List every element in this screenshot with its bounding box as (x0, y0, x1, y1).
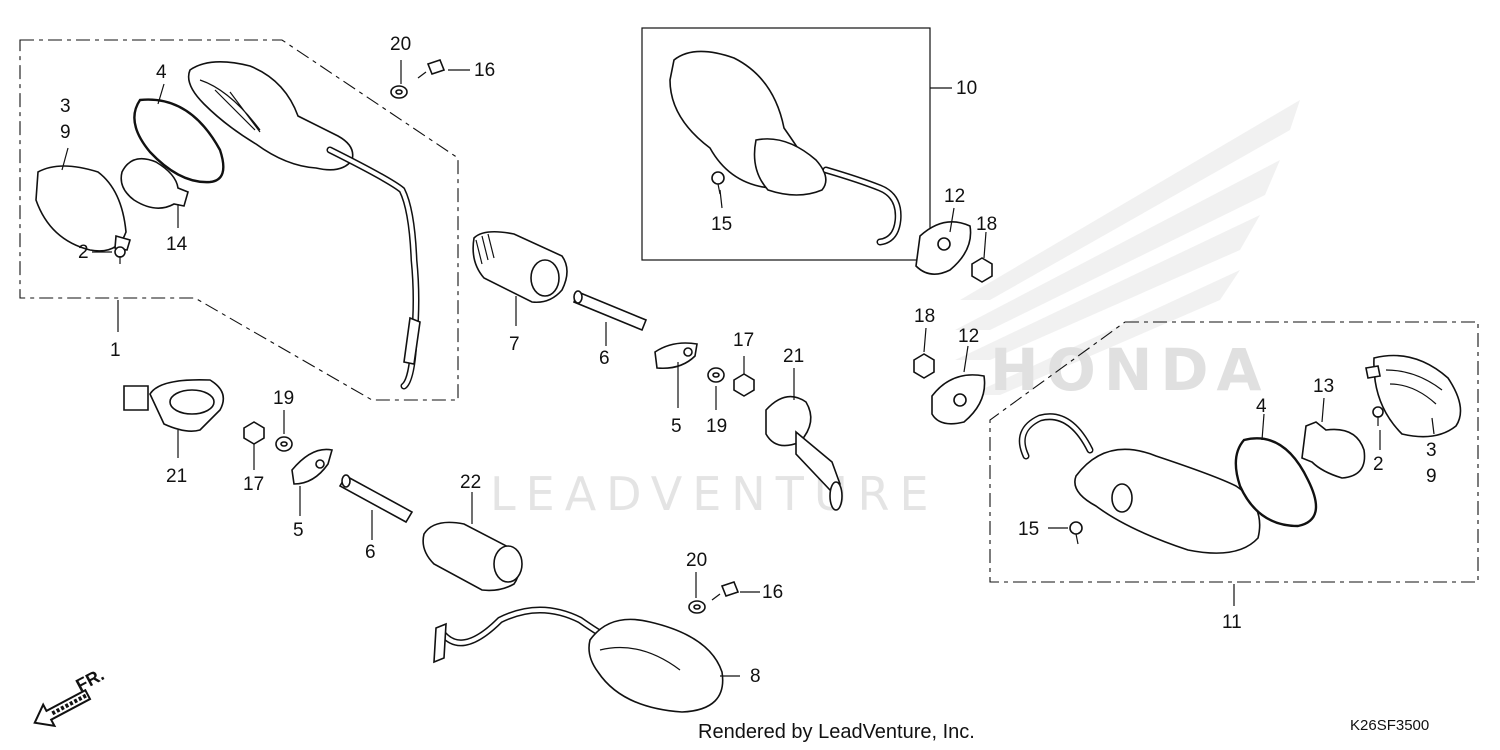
callout-13: 13 (1313, 376, 1334, 397)
screw-15-rear (711, 171, 725, 195)
callout-9-right: 9 (1426, 466, 1437, 487)
callout-7: 7 (509, 334, 520, 355)
callout-8: 8 (750, 666, 761, 687)
plate-5-lower (291, 448, 334, 485)
callout-4-left: 4 (156, 62, 167, 83)
callout-16-upper: 16 (474, 60, 495, 81)
callout-6-upper: 6 (599, 348, 610, 369)
collar-6-lower (338, 474, 414, 524)
washer-20-lower (688, 600, 706, 614)
callout-19-upper: 19 (706, 416, 727, 437)
callout-14: 14 (166, 234, 188, 255)
callout-21-left: 21 (166, 466, 187, 487)
plate-5-upper (654, 342, 698, 370)
left-lens (35, 165, 131, 252)
callout-18-lower: 18 (914, 306, 935, 327)
right-housing (1074, 448, 1261, 554)
callout-22: 22 (460, 472, 481, 493)
plate-12-lower (931, 374, 986, 425)
screw-15-right (1069, 521, 1083, 545)
screw-2-left (114, 246, 126, 264)
callout-20-lower: 20 (686, 550, 707, 571)
leader-lines (61, 60, 1435, 677)
callout-3-right: 3 (1426, 440, 1437, 461)
socket-21-right (765, 395, 843, 511)
front-direction-arrow (33, 688, 92, 728)
callout-21-right: 21 (783, 346, 804, 367)
diagram-code: K26SF3500 (1350, 717, 1429, 734)
callout-18-upper: 18 (976, 214, 997, 235)
washer-20-upper (390, 85, 408, 99)
screw-16-lower (711, 581, 740, 601)
right-gasket (1234, 437, 1318, 528)
footer-credit: Rendered by LeadVenture, Inc. (698, 721, 975, 743)
callout-3-left: 3 (60, 96, 71, 117)
callout-11: 11 (1222, 612, 1242, 633)
washer-19-upper (707, 367, 725, 383)
callouts: 1 2 3 9 4 14 20 16 7 6 5 17 19 21 21 17 … (60, 34, 1437, 687)
leadventure-watermark: LEADVENTURE (490, 467, 939, 521)
callout-5-upper: 5 (671, 416, 682, 437)
callout-10: 10 (956, 78, 977, 99)
group-frame-rear (641, 27, 931, 261)
group-frame-right (989, 321, 1479, 583)
mount-rubber-7 (472, 230, 568, 304)
front-connector (433, 622, 447, 664)
left-gasket (133, 98, 225, 184)
callout-16-lower: 16 (762, 582, 783, 603)
callout-2-left: 2 (78, 242, 89, 263)
socket-21-left (123, 378, 225, 432)
callout-15-right: 15 (1018, 519, 1039, 540)
rear-signal-10 (669, 50, 827, 196)
callout-5-lower: 5 (293, 520, 304, 541)
left-connector (403, 316, 421, 365)
screw-2-right (1372, 406, 1384, 426)
direction-label: FR. (72, 664, 107, 695)
callout-6-lower: 6 (365, 542, 376, 563)
callout-9-left: 9 (60, 122, 71, 143)
right-bulb (1301, 421, 1366, 479)
nut-18-upper (971, 257, 993, 283)
callout-20-upper: 20 (390, 34, 411, 55)
screw-16-upper (417, 59, 446, 79)
right-lens (1365, 354, 1462, 438)
left-harness (326, 146, 420, 390)
callout-4-right: 4 (1256, 396, 1267, 417)
nut-17-lower (243, 421, 265, 445)
callout-19-lower: 19 (273, 388, 294, 409)
group-frame-left (19, 39, 459, 401)
callout-2-right: 2 (1373, 454, 1384, 475)
callout-12-upper: 12 (944, 186, 965, 207)
front-signal-8 (588, 618, 724, 713)
callout-15-rear: 15 (711, 214, 732, 235)
collar-6-upper (572, 290, 648, 332)
washer-19-lower (275, 436, 293, 452)
left-bulb (120, 157, 189, 209)
callout-17-lower: 17 (243, 474, 264, 495)
mount-rubber-22 (422, 521, 523, 592)
callout-1: 1 (110, 340, 121, 361)
brand-wing-watermark (955, 100, 1300, 395)
callout-17-upper: 17 (733, 330, 754, 351)
nut-18-lower (913, 353, 935, 379)
plate-12-upper (915, 220, 972, 275)
brand-watermark: HONDA (990, 336, 1269, 404)
nut-17-upper (733, 373, 755, 397)
callout-12-lower: 12 (958, 326, 979, 347)
